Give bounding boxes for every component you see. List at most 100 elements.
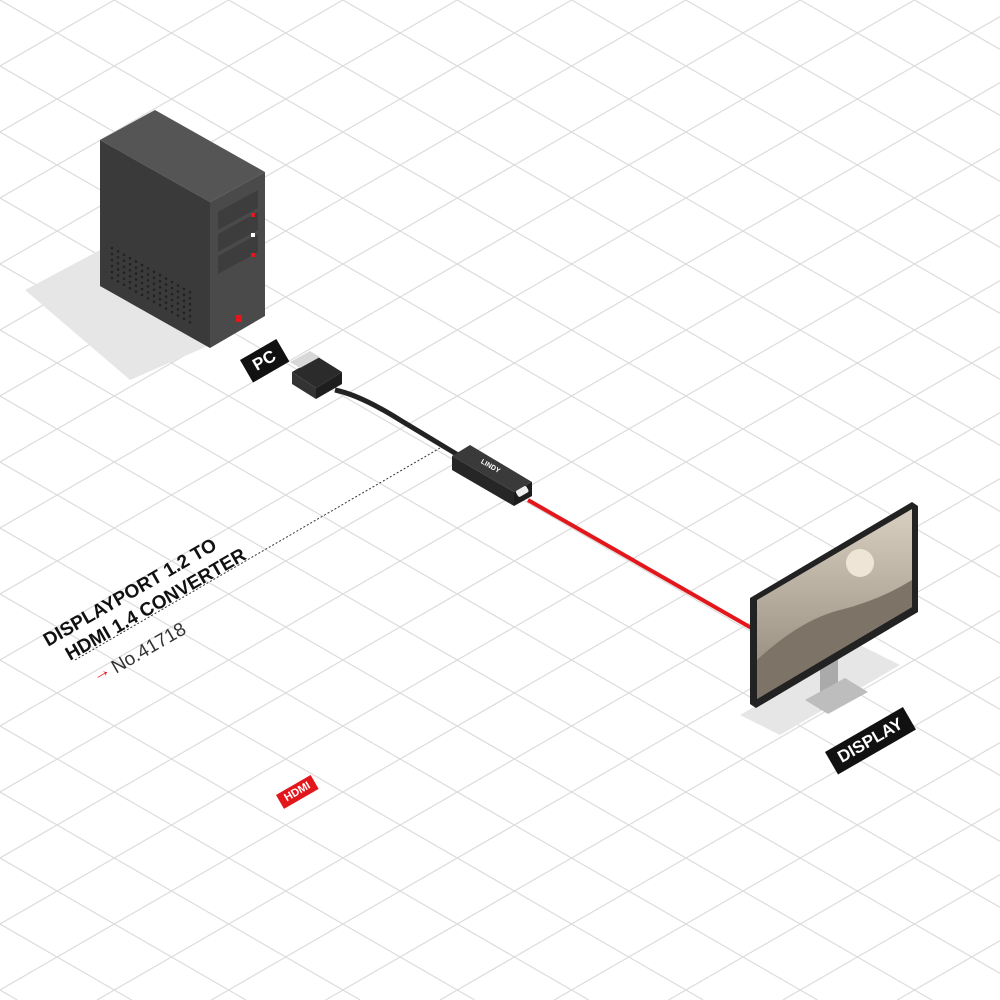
vent-hole [134, 290, 138, 293]
grid-line [0, 0, 801, 463]
vent-hole [122, 283, 126, 287]
vent-hole [188, 320, 192, 324]
grid-line [0, 659, 590, 1000]
vent-hole [164, 307, 168, 310]
vent-hole [188, 290, 192, 294]
grid-line [685, 0, 1000, 182]
vent-hole [158, 291, 162, 295]
grid-line [0, 527, 818, 1000]
vent-hole [128, 274, 132, 278]
vent-hole [128, 262, 132, 266]
vent-hole [140, 275, 144, 279]
vent-hole [140, 263, 144, 267]
grid-line [896, 940, 1000, 1000]
monitor-icon [750, 502, 918, 714]
vent-hole [116, 262, 120, 265]
grid-line [0, 82, 1000, 661]
vent-hole [140, 287, 144, 291]
vent-hole [182, 311, 186, 315]
vent-hole [182, 287, 186, 291]
grid-line [0, 16, 1000, 595]
vent-hole [110, 264, 114, 268]
vent-hole [146, 267, 150, 270]
vent-hole [116, 274, 120, 277]
grid-line [782, 874, 1000, 1000]
vent-hole [152, 300, 156, 304]
vent-hole [122, 265, 126, 269]
grid-line [571, 0, 1000, 248]
pc-shadow [25, 250, 210, 380]
vent-hole [134, 284, 138, 287]
grid-line [0, 0, 115, 67]
vent-hole [140, 281, 144, 285]
grid-line [0, 791, 361, 1000]
grid-line [0, 0, 344, 199]
vent-hole [170, 298, 174, 302]
vent-hole [122, 277, 126, 281]
vent-hole [116, 250, 120, 253]
grid-line [799, 0, 1000, 116]
vent-hole [116, 268, 120, 271]
vent-hole [116, 280, 120, 283]
vent-hole [122, 253, 126, 257]
vent-hole [158, 303, 162, 307]
vent-hole [182, 305, 186, 309]
vent-hole [176, 284, 180, 287]
vent-hole [170, 304, 174, 308]
vent-hole [152, 288, 156, 292]
vent-hole [128, 280, 132, 284]
vent-hole [188, 308, 192, 312]
vent-hole [158, 273, 162, 277]
grid-line [0, 329, 1000, 908]
grid-line [0, 214, 1000, 793]
vent-hole [152, 294, 156, 298]
vent-hole [122, 271, 126, 275]
vent-hole [134, 272, 138, 275]
vent-hole [164, 283, 168, 286]
grid-line [553, 742, 1000, 1000]
vent-hole [152, 276, 156, 280]
grid-line [0, 346, 1000, 925]
grid-line [0, 395, 1000, 974]
vent-hole [146, 273, 150, 276]
vent-hole [152, 270, 156, 274]
vent-hole [110, 258, 114, 262]
vent-hole [110, 276, 114, 280]
grid-line [439, 676, 1000, 1000]
vent-hole [188, 296, 192, 300]
vent-hole [128, 256, 132, 260]
vent-hole [158, 285, 162, 289]
grid-line [114, 0, 1000, 512]
grid-line [342, 0, 1000, 380]
pc-tower-icon [100, 110, 265, 348]
vent-hole [134, 260, 138, 263]
grid-line [0, 461, 933, 1000]
vent-hole [110, 270, 114, 274]
vent-hole [176, 308, 180, 311]
grid-line [0, 0, 229, 133]
vent-hole [110, 252, 114, 256]
vent-hole [152, 282, 156, 286]
vent-hole [182, 317, 186, 321]
vent-hole [116, 256, 120, 259]
vent-hole [164, 289, 168, 292]
vent-hole [176, 290, 180, 293]
grid-line [0, 923, 132, 1000]
grid-line [0, 0, 1000, 578]
displayport-cable [334, 387, 460, 458]
vent-hole [176, 296, 180, 299]
grid-line [325, 610, 1000, 1000]
vent-hole [170, 280, 174, 284]
adapter-icon: LINDY [452, 445, 532, 506]
vent-hole [140, 269, 144, 273]
grid-line [0, 725, 475, 1000]
vent-hole [170, 310, 174, 314]
vent-hole [146, 279, 150, 282]
grid-line [0, 593, 704, 1000]
grid-line [668, 808, 1000, 1000]
vent-hole [128, 268, 132, 272]
vent-hole [146, 291, 150, 294]
vent-hole [176, 314, 180, 317]
displayport-plug-icon [290, 351, 342, 399]
